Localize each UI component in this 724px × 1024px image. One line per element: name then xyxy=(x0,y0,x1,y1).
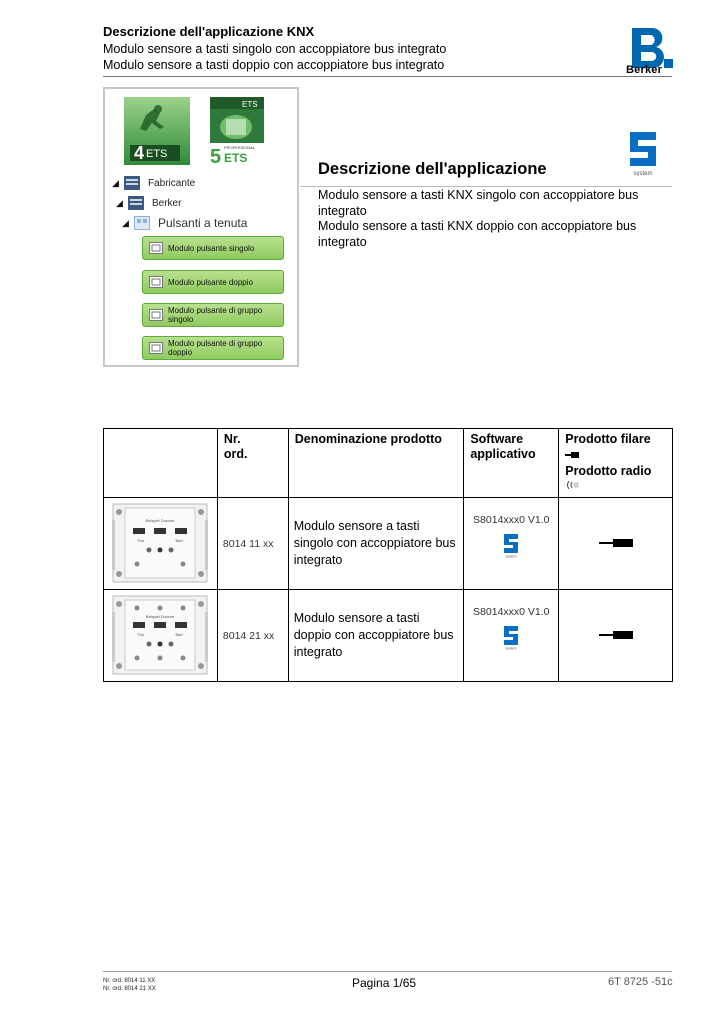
system-logo-icon: system xyxy=(504,626,519,651)
expand-triangle-icon: ◢ xyxy=(116,197,123,208)
table-row: Beispiel Dusche Flur Bad 8014 11 xx Modu… xyxy=(103,497,673,590)
svg-text:Bad: Bad xyxy=(176,632,183,637)
radio-icon xyxy=(567,480,579,490)
ets5-top-text: ETS xyxy=(242,100,258,109)
system-logo-icon: system xyxy=(630,132,656,176)
description-body: Modulo sensore a tasti KNX singolo con a… xyxy=(318,188,670,250)
product-name: Modulo sensore a tasti doppio con accopp… xyxy=(287,589,465,682)
system-logo-icon: system xyxy=(504,534,519,559)
description-line-1: Modulo sensore a tasti KNX singolo con a… xyxy=(318,188,639,218)
svg-text:Beispiel Dusche: Beispiel Dusche xyxy=(146,614,175,619)
header-nr: Nr.ord. xyxy=(216,428,289,498)
footer-order-numbers: Nr. ord. 8014 11 XX Nr. ord. 8014 21 XX xyxy=(103,977,156,993)
wired-product-icon xyxy=(598,630,633,639)
svg-text:Beispiel Dusche: Beispiel Dusche xyxy=(146,518,175,523)
order-number: 8014 11 xx xyxy=(216,497,289,590)
software-cell: S8014xxx0 V1.0 system xyxy=(463,589,560,682)
tree-label-pulsanti: Pulsanti a tenuta xyxy=(158,216,248,230)
document-code: 6T 8725 -51c xyxy=(608,976,673,988)
expand-triangle-icon: ◢ xyxy=(122,217,129,228)
ets5-logo-icon: ETS 5 PROFESSIONAL ETS xyxy=(210,97,264,165)
brand-wordmark: Berker xyxy=(626,64,663,76)
module-button-doppio[interactable]: Modulo pulsante doppio xyxy=(142,270,284,294)
ets5-prof-text: PROFESSIONAL xyxy=(224,145,256,150)
svg-text:Flur: Flur xyxy=(138,538,146,543)
page-number: Pagina 1/65 xyxy=(352,976,417,990)
subtitle-line-2: Modulo sensore a tasti doppio con accopp… xyxy=(103,58,445,72)
ets4-text: ETS xyxy=(146,148,167,160)
software-version: S8014xxx0 V1.0 xyxy=(473,606,550,618)
section-rule xyxy=(300,186,672,187)
ets4-logo-icon: 4 ETS xyxy=(124,97,190,165)
ets5-text: ETS xyxy=(224,151,247,165)
header-name: Denominazione prodotto xyxy=(287,428,465,498)
device-image-singolo: Beispiel Dusche Flur Bad xyxy=(112,503,209,583)
product-image-cell: Beispiel Dusche Flur Bad xyxy=(103,497,218,590)
manufacturer-icon xyxy=(124,176,140,190)
module-icon xyxy=(149,309,163,321)
description-line-2: Modulo sensore a tasti KNX doppio con ac… xyxy=(318,219,637,249)
module-button-singolo[interactable]: Modulo pulsante singolo xyxy=(142,236,284,260)
tree-item-pulsanti[interactable]: ◢ Pulsanti a tenuta xyxy=(122,216,247,230)
expand-triangle-icon: ◢ xyxy=(112,177,119,188)
module-label: Modulo pulsante singolo xyxy=(168,243,255,253)
table-row: Beispiel Dusche Flur Bad 8014 21 xx Modu… xyxy=(103,589,673,682)
ets4-number: 4 xyxy=(134,143,144,163)
device-image-doppio: Beispiel Dusche Flur Bad xyxy=(112,595,209,675)
module-icon xyxy=(149,242,163,254)
product-type-cell xyxy=(558,497,673,590)
wired-icon xyxy=(565,452,580,458)
ets-tree-panel: 4 ETS ETS 5 PROFESSIONAL ETS ◢ Fabricant… xyxy=(103,87,299,367)
tree-label-fabricante: Fabricante xyxy=(148,177,196,189)
footer-order-2: Nr. ord. 8014 21 XX xyxy=(103,986,156,992)
header-image xyxy=(103,428,218,498)
header-prod-radio: Prodotto radio xyxy=(565,464,652,478)
svg-text:system: system xyxy=(506,555,517,559)
product-image-cell: Beispiel Dusche Flur Bad xyxy=(103,589,218,682)
button-group-icon xyxy=(134,216,150,230)
svg-text:Bad: Bad xyxy=(176,538,183,543)
tree-label-berker: Berker xyxy=(152,197,182,209)
module-icon xyxy=(149,276,163,288)
subtitle-line-1: Modulo sensore a tasti singolo con accop… xyxy=(103,42,447,56)
tree-item-fabricante[interactable]: ◢ Fabricante xyxy=(112,176,195,190)
svg-text:system: system xyxy=(506,647,517,651)
software-cell: S8014xxx0 V1.0 system xyxy=(463,497,560,590)
section-title: Descrizione dell'applicazione xyxy=(318,160,547,178)
header-product: Prodotto filare Prodotto radio xyxy=(558,428,673,498)
product-type-cell xyxy=(558,589,673,682)
header-prod-wired: Prodotto filare xyxy=(565,432,651,446)
product-name: Modulo sensore a tasti singolo con accop… xyxy=(287,497,465,590)
berker-logo-icon xyxy=(632,28,673,68)
system-logo-text: system xyxy=(633,171,652,176)
footer-order-1: Nr. ord. 8014 11 XX xyxy=(103,978,156,984)
manufacturer-icon xyxy=(128,196,144,210)
wired-product-icon xyxy=(598,538,633,547)
svg-text:Flur: Flur xyxy=(138,632,146,637)
module-label: Modulo pulsante doppio xyxy=(168,277,253,287)
document-title: Descrizione dell'applicazione KNX xyxy=(103,24,315,39)
ets5-number: 5 xyxy=(210,146,221,165)
order-number: 8014 21 xx xyxy=(216,589,289,682)
tree-item-berker[interactable]: ◢ Berker xyxy=(116,196,181,210)
footer-rule xyxy=(103,971,672,972)
software-version: S8014xxx0 V1.0 xyxy=(473,514,550,526)
header-rule xyxy=(103,76,672,77)
module-icon xyxy=(149,342,163,354)
